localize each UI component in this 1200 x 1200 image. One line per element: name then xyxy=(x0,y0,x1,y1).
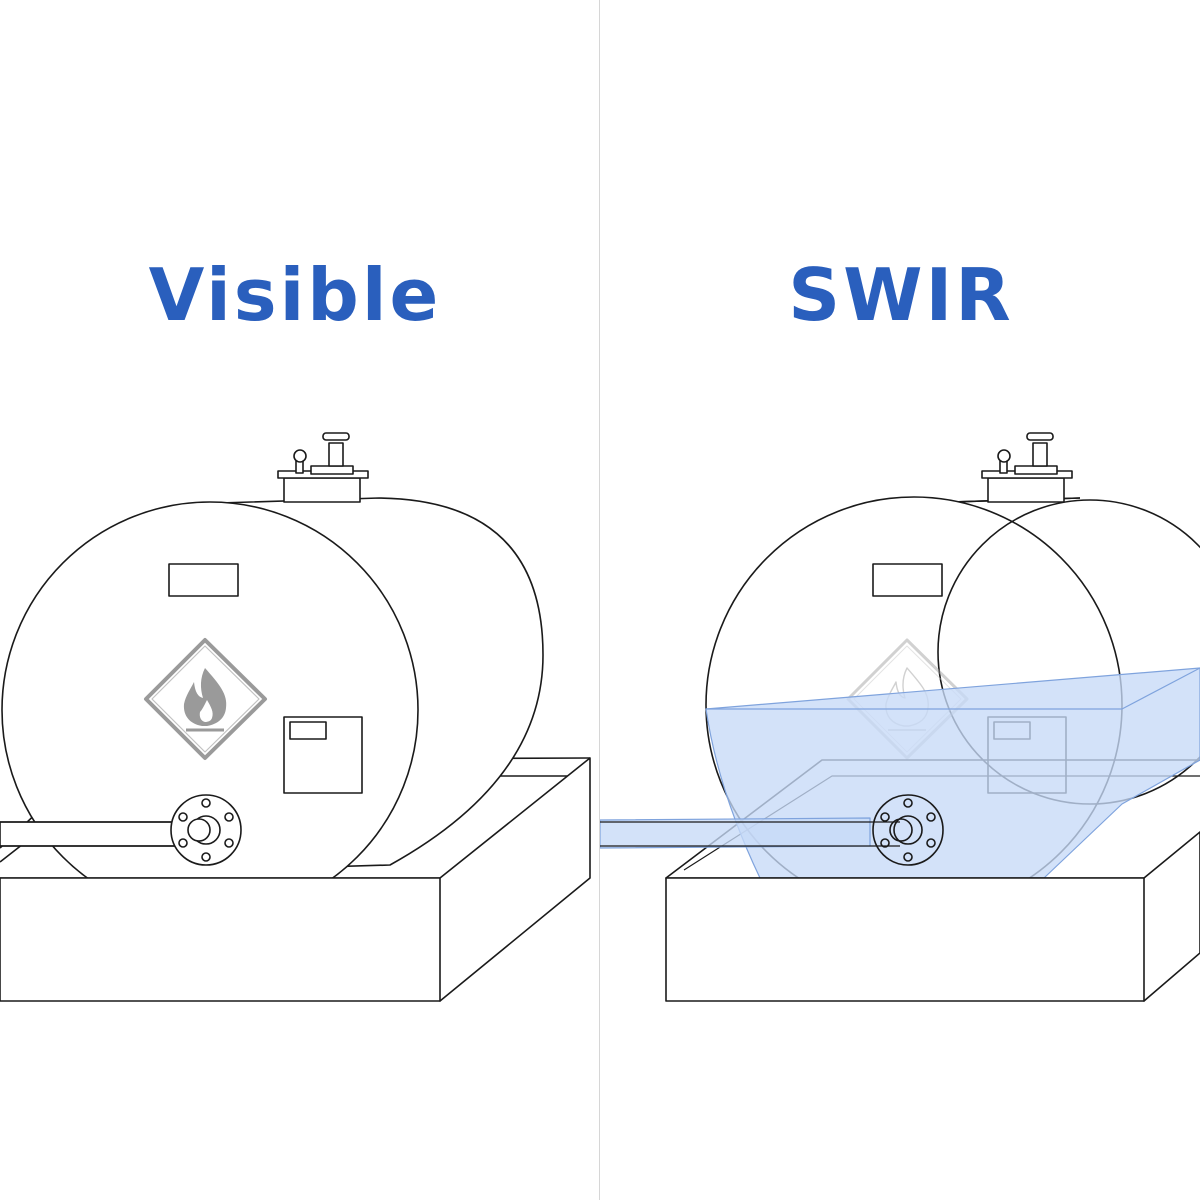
tank-label-plate xyxy=(872,563,943,597)
outlet-pipe xyxy=(0,821,213,847)
leak-plume xyxy=(600,667,1200,879)
swir-panel: SWIR xyxy=(600,0,1200,1200)
fill-valve-icon xyxy=(277,432,369,503)
bolted-flange-icon xyxy=(872,794,944,866)
tank-access-panel xyxy=(283,716,363,794)
swir-scene xyxy=(600,432,1200,1002)
visible-panel: Visible xyxy=(0,253,591,1002)
containment-tray xyxy=(0,757,591,1002)
flammable-hazard-placard-icon xyxy=(144,638,267,760)
outlet-pipe xyxy=(600,821,900,847)
swir-title: SWIR xyxy=(788,253,1014,337)
fill-valve-icon xyxy=(981,432,1073,503)
visible-scene xyxy=(0,432,591,1002)
visible-title: Visible xyxy=(148,253,442,337)
panel-divider xyxy=(599,0,600,1200)
bolted-flange-icon xyxy=(170,794,242,866)
tank-label-plate xyxy=(168,563,239,597)
containment-tray xyxy=(665,831,1200,1002)
